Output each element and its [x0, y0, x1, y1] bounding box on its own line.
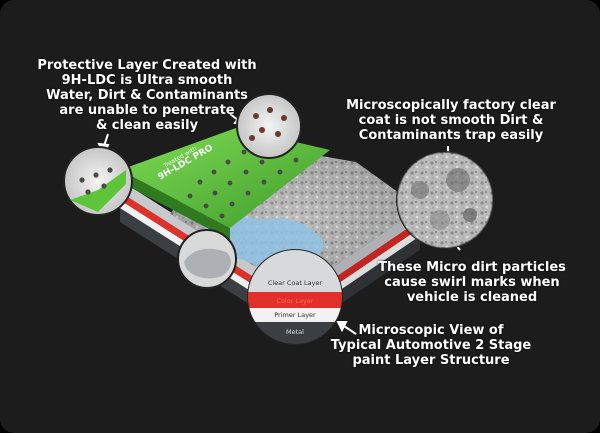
callout-line: coat is not smooth Dirt & [358, 113, 544, 128]
bubble-protective-top [236, 93, 302, 159]
callout-factory-clear-coat: Microscopically factory clear coat is no… [336, 98, 566, 143]
callout-line: Protective Layer Created with [37, 58, 257, 73]
callout-layer-structure: Microscopic View of Typical Automotive 2… [326, 323, 536, 368]
callout-line: Microscopically factory clear [346, 98, 556, 113]
callout-line: paint Layer Structure [352, 353, 510, 368]
protective-layer-side [120, 170, 230, 240]
callout-line: Microscopic View of [358, 323, 504, 338]
bubble-protective-closeup [63, 146, 133, 216]
callout-line: vehicle is cleaned [406, 290, 538, 305]
callout-line: Contaminants trap easily [358, 128, 544, 143]
layer-primer-label: Primer Layer [274, 311, 316, 319]
callout-protective-layer: Protective Layer Created with 9H-LDC is … [32, 58, 262, 133]
layer-metal-label: Metal [286, 328, 304, 336]
callout-line: Typical Automotive 2 Stage [330, 338, 532, 353]
callout-line: Water, Dirt & Contaminants [46, 88, 248, 103]
callout-line: are unable to penetrate [59, 103, 235, 118]
callout-line: 9H-LDC is Ultra smooth [61, 73, 233, 88]
layer-color-label: Color Layer [276, 297, 313, 305]
callout-dirt-particles: These Micro dirt particles cause swirl m… [372, 260, 572, 305]
bubble-water-closeup [177, 229, 237, 289]
bubble-layer-structure: Clear Coat Layer Color Layer Primer Laye… [247, 249, 343, 345]
layer-clearcoat-label: Clear Coat Layer [268, 279, 323, 287]
callout-line: cause swirl marks when [384, 275, 560, 290]
callout-line: & clean easily [95, 118, 199, 133]
bubble-dirt-particles [396, 151, 494, 249]
callout-line: These Micro dirt particles [378, 260, 566, 275]
